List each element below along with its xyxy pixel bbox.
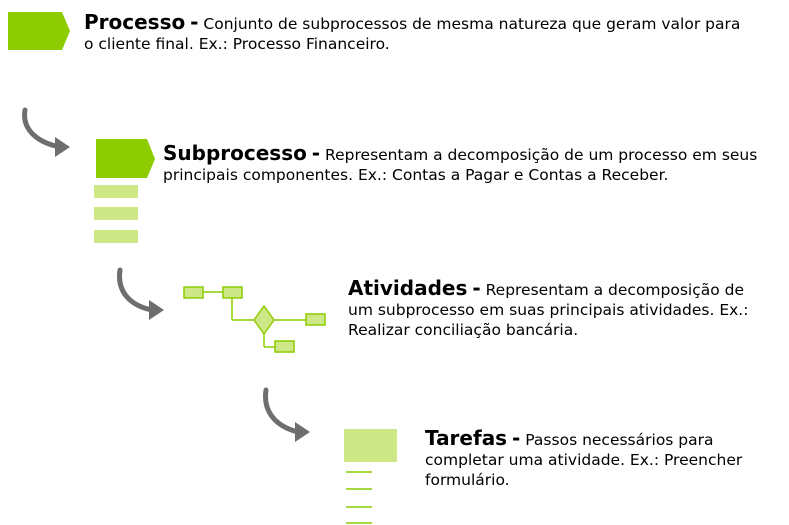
curved-arrow-icon	[263, 387, 310, 442]
level-subprocesso: Subprocesso - Representam a decomposição…	[163, 143, 763, 185]
level-term: Tarefas	[425, 426, 508, 450]
level-description: Conjunto de subprocessos de mesma nature…	[84, 15, 741, 53]
level-description: Representam a decomposição de um process…	[163, 146, 758, 184]
level-separator: -	[512, 426, 521, 450]
curved-arrow-icon	[117, 267, 164, 320]
level-term: Subprocesso	[163, 141, 307, 165]
level-description: Representam a decomposição de um subproc…	[348, 281, 749, 339]
level-term: Atividades	[348, 276, 468, 300]
level-description: Passos necessários para completar uma at…	[425, 431, 743, 489]
level-separator: -	[190, 10, 199, 34]
level-atividades: Atividades - Representam a decomposição …	[348, 278, 768, 340]
level-term: Processo	[84, 10, 186, 34]
process-chevron-icon	[8, 12, 70, 50]
level-processo: Processo - Conjunto de subprocessos de m…	[84, 12, 744, 54]
task-list-icon	[344, 429, 397, 524]
activity-flowchart-icon	[183, 286, 326, 353]
curved-arrow-icon	[22, 107, 70, 157]
level-tarefas: Tarefas - Passos necessários para comple…	[425, 428, 787, 490]
level-separator: -	[472, 276, 481, 300]
subprocess-stack-icon	[94, 139, 155, 243]
level-separator: -	[311, 141, 321, 165]
